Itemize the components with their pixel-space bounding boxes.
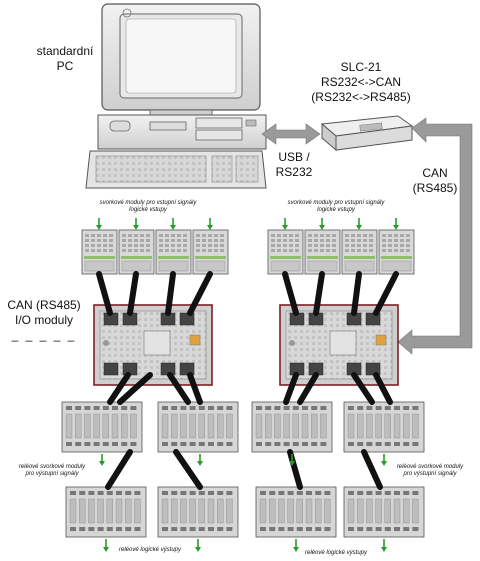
- cable: [282, 271, 299, 316]
- pc-label-line1: standardní: [36, 44, 94, 58]
- relay-module: [255, 486, 337, 538]
- cable: [313, 271, 325, 316]
- input-left-line2: logické vstupy: [129, 207, 167, 213]
- input-right-line1: svorkové moduly pro vstupní signály: [287, 200, 385, 206]
- bottom-left-text: reléové logické výstupy: [118, 547, 182, 553]
- pc-label-line2: PC: [56, 59, 74, 73]
- usb-link-arrow: [261, 123, 321, 145]
- cable: [107, 372, 131, 405]
- relay-module: [157, 401, 239, 453]
- io-modules-label-dashes: _ _ _ _ _: [11, 328, 77, 342]
- relay-module: [61, 401, 143, 453]
- io-modules: [93, 304, 399, 386]
- cables: [96, 271, 399, 490]
- pc-computer: [85, 3, 267, 189]
- cable: [351, 372, 375, 405]
- input-modules-right-label: svorkové moduly pro vstupní signály logi…: [270, 200, 402, 214]
- relay-module: [65, 486, 147, 538]
- cable: [165, 271, 176, 316]
- relay-left-line2: pro výstupní signály: [25, 471, 79, 477]
- can-label: CAN (RS485): [408, 166, 462, 196]
- input-left-line1: svorkové moduly pro vstupní signály: [99, 200, 197, 206]
- cable: [173, 449, 203, 490]
- cable: [96, 271, 113, 316]
- input-right-line2: logické vstupy: [317, 207, 355, 213]
- relay-module: [251, 401, 333, 453]
- relay-modules-right-label: reléové svorkové moduly pro výstupní sig…: [384, 464, 476, 478]
- input-modules-left-label: svorkové moduly pro vstupní signály logi…: [82, 200, 214, 214]
- cable: [127, 271, 139, 316]
- relay-left-line1: reléové svorkové moduly: [18, 464, 86, 470]
- cable: [361, 449, 383, 490]
- cable: [187, 271, 213, 316]
- relay-module: [157, 486, 239, 538]
- cable: [105, 449, 133, 490]
- bottom-right-text: reléové logické výstupy: [304, 550, 368, 556]
- slc21-label: SLC-21 RS232<->CAN (RS232<->RS485): [298, 60, 424, 105]
- cable: [297, 372, 319, 405]
- input-module: [267, 229, 304, 275]
- relay-module: [343, 401, 425, 453]
- input-module: [118, 229, 155, 275]
- usb-label: USB / RS232: [266, 150, 322, 180]
- cable: [373, 271, 399, 316]
- io-modules-label-line2: I/O moduly: [14, 313, 74, 327]
- can-label-line1: CAN: [422, 166, 448, 180]
- signal-arrows: [96, 218, 399, 552]
- io-modules-label: CAN (RS485) I/O moduly _ _ _ _ _: [2, 298, 86, 343]
- pc-label: standardní PC: [28, 44, 102, 74]
- cable: [167, 372, 191, 405]
- bottom-outputs-left-label: reléové logické výstupy: [104, 547, 196, 554]
- io-module: [93, 304, 213, 386]
- cable: [117, 372, 153, 405]
- relay-modules-left-label: reléové svorkové moduly pro výstupní sig…: [6, 464, 98, 478]
- slc21-label-line2: RS232<->CAN: [320, 75, 402, 89]
- io-modules-label-line1: CAN (RS485): [7, 298, 81, 312]
- relay-terminal-modules: [61, 401, 425, 538]
- input-module: [192, 229, 229, 275]
- relay-module: [343, 486, 425, 538]
- can-label-line2: (RS485): [412, 181, 458, 195]
- slc21-label-line1: SLC-21: [340, 60, 382, 74]
- usb-label-line1: USB /: [278, 150, 310, 164]
- relay-right-line1: reléové svorkové moduly: [396, 464, 464, 470]
- cable: [351, 271, 362, 316]
- input-terminal-modules: [81, 229, 415, 275]
- input-module: [155, 229, 192, 275]
- cable: [373, 372, 393, 405]
- input-module: [81, 229, 118, 275]
- usb-label-line2: RS232: [275, 165, 313, 179]
- io-module: [279, 304, 399, 386]
- cable: [283, 372, 299, 405]
- slc21-label-line3: (RS232<->RS485): [311, 90, 411, 104]
- relay-right-line2: pro výstupní signály: [403, 471, 457, 477]
- input-module: [378, 229, 415, 275]
- bottom-outputs-right-label: reléové logické výstupy: [290, 550, 382, 557]
- cable: [187, 372, 203, 405]
- input-module: [341, 229, 378, 275]
- slc21-converter: [320, 115, 414, 152]
- input-module: [304, 229, 341, 275]
